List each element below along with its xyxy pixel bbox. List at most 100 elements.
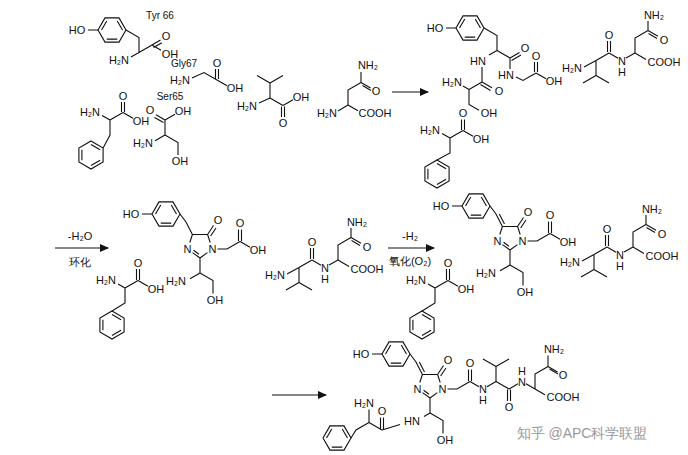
atom-label: OH xyxy=(227,82,244,94)
atom-label: N xyxy=(184,243,192,255)
atom-label: COOH xyxy=(351,263,384,275)
atom-label: N xyxy=(494,235,502,247)
atom-label: N xyxy=(618,55,626,67)
atom-label: O xyxy=(134,257,143,269)
atom-label: N xyxy=(414,383,422,395)
atom-label: OH xyxy=(473,133,490,145)
reaction-arrow xyxy=(388,247,434,248)
atom-label: OH xyxy=(517,286,534,298)
atom-label: OH xyxy=(293,91,310,103)
atom-label: H₂N xyxy=(560,256,580,268)
atom-label: N xyxy=(518,235,526,247)
atom-label: OH xyxy=(481,107,498,119)
atom-label: H xyxy=(479,394,487,406)
atom-label: H₂N xyxy=(80,106,100,118)
atom-label: O xyxy=(236,217,245,229)
atom-label: H xyxy=(618,66,626,78)
atom-label: NH₂ xyxy=(642,203,662,215)
atom-label: HO xyxy=(353,348,370,360)
atom-label: NH₂ xyxy=(644,9,664,21)
atom-label: O xyxy=(146,104,155,116)
reaction-condition: 环化 xyxy=(69,256,91,268)
atom-label: OH xyxy=(437,434,454,446)
atom-label: O xyxy=(524,206,533,218)
oxidized-structure xyxy=(410,194,656,339)
atom-label: OH xyxy=(560,236,577,248)
residue-name: Ser65 xyxy=(157,91,184,103)
atom-label: O xyxy=(559,369,568,381)
atom-label: COOH xyxy=(646,250,679,262)
atom-label: H₂N xyxy=(420,124,440,136)
watermark: 知乎 @APC科学联盟 xyxy=(517,425,648,441)
atom-label: NH₂ xyxy=(358,59,378,71)
atom-label: OH xyxy=(175,105,192,117)
atom-label: O xyxy=(546,209,555,221)
atom-label: H₂N xyxy=(96,274,116,286)
atom-label: O xyxy=(521,42,530,54)
atom-label: O xyxy=(119,90,128,102)
atom-label: O xyxy=(213,57,222,69)
atom-label: H₂N xyxy=(133,137,153,149)
atom-label: OH xyxy=(172,155,189,167)
reactants xyxy=(79,18,371,169)
atom-label: H₂N xyxy=(317,107,337,119)
atom-label: H₂N xyxy=(476,267,496,279)
atom-label: N xyxy=(208,243,216,255)
reaction-condition: 氧化(O₂) xyxy=(389,255,431,267)
atom-label: N xyxy=(616,249,624,261)
atom-label: O xyxy=(658,228,667,240)
atom-label: O xyxy=(279,117,288,129)
atom-label: COOH xyxy=(547,391,580,403)
residue-name: Tyr 66 xyxy=(146,10,174,22)
atom-label: HO xyxy=(123,208,140,220)
atom-label: H₂N xyxy=(265,269,285,281)
atom-label: OH xyxy=(207,294,224,306)
atom-label: NH₂ xyxy=(347,216,367,228)
atom-label: O xyxy=(660,34,669,46)
atom-label: O xyxy=(603,223,612,235)
atom-label: O xyxy=(505,401,514,413)
reaction-condition: -H₂ xyxy=(402,230,418,242)
atom-label: H₂N xyxy=(354,397,374,409)
atom-label: OH xyxy=(133,115,150,127)
atom-label: N xyxy=(479,383,487,395)
atom-label: OH xyxy=(458,283,475,295)
cyclized-structure xyxy=(100,202,361,339)
atom-label: O xyxy=(466,357,475,369)
atom-label: COOH xyxy=(648,56,681,68)
atom-label: OH xyxy=(250,244,267,256)
reaction-arrow xyxy=(55,247,108,248)
atom-label: O xyxy=(308,236,317,248)
atom-label: N xyxy=(321,262,329,274)
atom-label: HO xyxy=(433,200,450,212)
atom-label: OH xyxy=(546,75,563,87)
atom-label: O xyxy=(532,50,541,62)
atom-label: HN xyxy=(498,69,514,81)
atom-label: HO xyxy=(69,24,86,36)
atom-label: COOH xyxy=(359,107,392,119)
atom-label: O xyxy=(162,30,171,42)
residue-name: Gly67 xyxy=(171,58,197,70)
atom-label: O xyxy=(459,107,468,119)
atom-label: H₂N xyxy=(170,74,190,86)
atom-label: H xyxy=(616,260,624,272)
linked-peptide xyxy=(425,16,658,188)
atom-label: O xyxy=(605,29,614,41)
reaction-condition: -H₂O xyxy=(68,230,92,242)
atom-label: O xyxy=(372,85,381,97)
atom-label: O xyxy=(363,241,372,253)
atom-label: N xyxy=(518,376,526,388)
atom-label: H xyxy=(321,273,329,285)
reaction-arrow xyxy=(392,91,428,92)
atom-label: HN xyxy=(470,55,486,67)
reaction-arrow xyxy=(272,394,326,395)
atom-label: H₂N xyxy=(562,62,582,74)
atom-label: O xyxy=(444,257,453,269)
atom-label: HO xyxy=(427,22,444,34)
atom-label: HN xyxy=(404,415,420,427)
atom-label: H₂N xyxy=(166,275,186,287)
atom-label: H₂N xyxy=(237,100,257,112)
atom-label: O xyxy=(495,85,504,97)
atom-label: O xyxy=(378,405,387,417)
